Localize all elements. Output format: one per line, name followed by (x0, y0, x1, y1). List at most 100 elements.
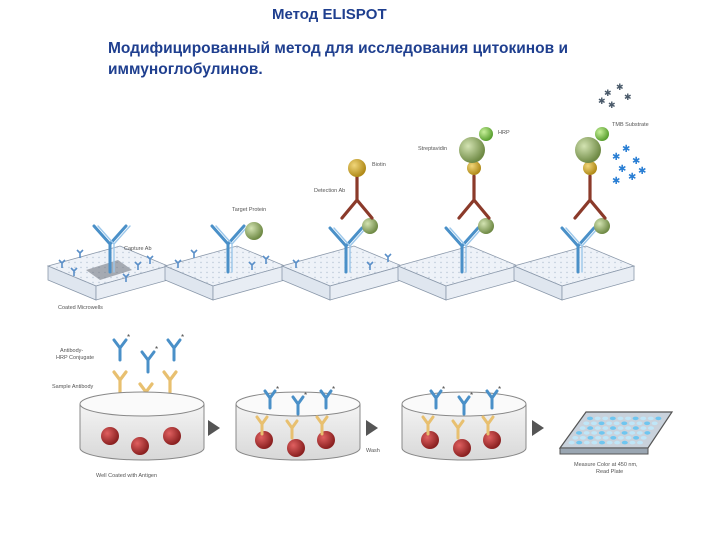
svg-text:*: * (276, 385, 279, 394)
plate-well (614, 431, 620, 435)
plate-well (632, 426, 639, 430)
target-protein-ball (245, 222, 263, 240)
panel-target-protein: Target Protein (163, 207, 287, 301)
well-coated-label: Well Coated with Antigen (96, 473, 157, 479)
y-antibody-icon (112, 338, 182, 374)
target-protein-label: Target Protein (232, 207, 266, 213)
plate-well (610, 436, 617, 440)
plate-well (614, 440, 621, 445)
plate-well (617, 416, 624, 421)
svg-text:✱: ✱ (612, 152, 620, 163)
svg-text:✱: ✱ (624, 93, 632, 103)
svg-text:✱: ✱ (598, 97, 606, 107)
plate-well (647, 416, 654, 421)
plate-well (591, 440, 598, 445)
svg-text:✱: ✱ (612, 176, 620, 187)
arrow-right-icon (532, 420, 544, 436)
svg-text:✱: ✱ (638, 166, 646, 177)
plate-well (621, 440, 628, 445)
plate-well (606, 431, 613, 435)
tmb-substrate-label: TMB Substrate (612, 122, 649, 128)
capture-antibody (92, 224, 131, 274)
svg-text:*: * (304, 391, 307, 400)
svg-text:*: * (127, 333, 130, 342)
plate-well (594, 416, 601, 421)
plate-well (606, 421, 613, 426)
plate-well (644, 431, 651, 435)
plate-well (636, 431, 643, 435)
biotin-label: Biotin (372, 162, 386, 168)
panel-capture: Capture Ab Coated Microwells (46, 224, 170, 311)
plate-well (609, 416, 616, 421)
plate-well (621, 431, 628, 435)
panel-tmb: TMB Substrate ✱✱✱ ✱✱✱ ✱ ✱✱✱ ✱✱ (512, 83, 649, 301)
microplate-icon: Measure Color at 450 nm, Read Plate (558, 411, 674, 475)
plate-well (651, 421, 658, 426)
plate-well (583, 421, 590, 426)
plate-well (587, 416, 593, 421)
plate-well (579, 436, 586, 440)
plate-well (587, 436, 594, 440)
plate-well (625, 426, 632, 430)
sample-antibody-label: Sample Antibody (52, 384, 94, 390)
petri-dish-icon: * * * (235, 385, 361, 461)
star-substrate-icon: ✱✱✱ ✱✱✱ ✱ (612, 144, 646, 187)
svg-text:*: * (470, 391, 473, 400)
plate-well (576, 431, 582, 435)
streptavidin-ball (459, 137, 485, 163)
arrow-right-icon (366, 420, 378, 436)
plate-well (621, 421, 628, 426)
plate-well (599, 440, 605, 445)
svg-text:*: * (498, 385, 501, 394)
plate-well (629, 431, 636, 435)
plate-well (602, 426, 609, 430)
svg-text:✱: ✱ (628, 172, 636, 183)
plate-well (629, 440, 636, 445)
plate-well (598, 421, 605, 426)
plate-well (640, 426, 647, 430)
panel-streptavidin: HRP Streptavidin (396, 127, 520, 301)
plate-well (617, 436, 624, 440)
hrp-ball (479, 127, 493, 141)
svg-text:*: * (181, 333, 184, 342)
plate-well (613, 421, 620, 426)
plate-well (594, 426, 601, 430)
svg-text:✱: ✱ (616, 83, 624, 93)
plate-well (640, 416, 647, 421)
measure-label-2: Read Plate (596, 469, 623, 475)
petri-dish-icon: Well Coated with Antigen (79, 391, 205, 479)
plate-well (644, 421, 651, 426)
detection-antibody (340, 174, 374, 220)
plate-well (632, 416, 639, 421)
petri-dish-icon: * * * (401, 385, 527, 461)
page-subtitle: Модифицированный метод для исследования … (108, 40, 568, 78)
plate-well (637, 440, 643, 445)
svg-text:*: * (442, 385, 445, 394)
detection-ab-label: Detection Ab (314, 188, 345, 194)
plate-well (625, 436, 632, 440)
capture-ab-label: Capture Ab (124, 246, 152, 252)
plate-well (602, 416, 609, 421)
streptavidin-label: Streptavidin (418, 146, 447, 152)
plate-well (590, 421, 597, 426)
legend-reagents: Antibody- HRP Conjugate Sample Antibody … (52, 333, 184, 406)
plate-well (640, 436, 647, 440)
antibody-hrp-label-1: Antibody- (60, 348, 83, 354)
plate-well (633, 436, 640, 440)
svg-text:*: * (155, 345, 158, 354)
plate-well (617, 426, 624, 430)
plate-well (636, 421, 643, 426)
page-title: Метод ELISPOT (272, 6, 387, 23)
coated-microwells-label: Coated Microwells (58, 305, 103, 311)
plate-well (610, 426, 616, 430)
svg-text:✱: ✱ (622, 144, 630, 155)
plate-well (579, 426, 586, 430)
plate-well (598, 431, 605, 435)
svg-text:*: * (332, 385, 335, 394)
plate-well (625, 416, 631, 421)
plate-well (648, 426, 654, 430)
antibody-hrp-label-2: HRP Conjugate (56, 355, 94, 361)
arrow-right-icon (208, 420, 220, 436)
biotin-ball (348, 159, 366, 177)
